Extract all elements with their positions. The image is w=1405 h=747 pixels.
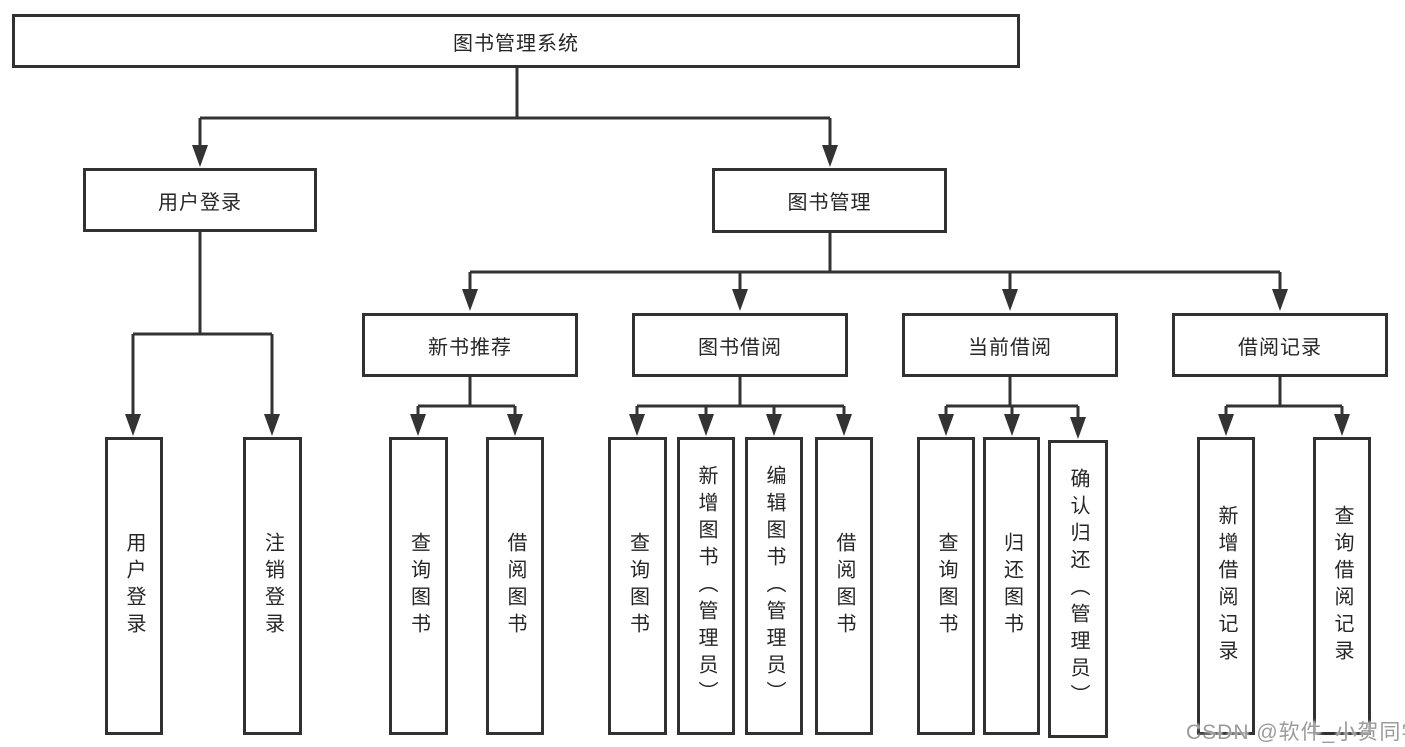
leaf-query-books-current: 查询图书 xyxy=(917,437,975,735)
connector-book-borrow-children xyxy=(635,377,846,417)
arrowheads-user-login-children xyxy=(125,414,280,436)
leaf-logout: 注销登录 xyxy=(243,437,302,735)
csdn-watermark: CSDN @软件_小贺同学 xyxy=(1186,721,1405,744)
arrowheads-level2 xyxy=(192,145,838,167)
node-book-borrowing: 图书借阅 xyxy=(632,313,848,377)
leaf-user-login: 用户登录 xyxy=(105,437,163,735)
arrowheads-borrow-records-children xyxy=(1218,414,1350,436)
node-user-login-group: 用户登录 xyxy=(83,168,317,232)
leaf-add-borrow-record-label: 新增借阅记录 xyxy=(1215,505,1237,667)
leaf-add-books-admin: 新增图书（管理员） xyxy=(677,437,735,735)
node-book-management: 图书管理 xyxy=(712,168,947,233)
connector-user-login-children xyxy=(131,232,274,417)
leaf-query-books-recommend-label: 查询图书 xyxy=(407,532,430,640)
connector-borrow-records-children xyxy=(1224,377,1344,417)
leaf-query-books-current-label: 查询图书 xyxy=(935,532,957,640)
node-borrowing-records: 借阅记录 xyxy=(1172,313,1388,377)
connector-current-borrow-children xyxy=(944,377,1080,419)
connector-root-to-level2 xyxy=(198,68,832,148)
leaf-confirm-return-admin: 确认归还（管理员） xyxy=(1048,440,1108,738)
arrowheads-level3 xyxy=(462,289,1288,311)
arrowheads-book-borrow-children xyxy=(629,414,852,436)
leaf-query-books-borrow-label: 查询图书 xyxy=(626,532,649,640)
leaf-query-borrow-record: 查询借阅记录 xyxy=(1313,437,1371,735)
leaf-query-books-borrow: 查询图书 xyxy=(608,437,667,735)
leaf-query-books-recommend: 查询图书 xyxy=(389,437,448,735)
leaf-borrow-books: 借阅图书 xyxy=(815,437,873,735)
leaf-borrow-books-label: 借阅图书 xyxy=(833,532,855,640)
leaf-query-borrow-record-label: 查询借阅记录 xyxy=(1331,505,1353,667)
arrowheads-current-borrow-children xyxy=(938,414,1086,439)
leaf-borrow-books-recommend-label: 借阅图书 xyxy=(504,532,526,640)
leaf-user-login-label: 用户登录 xyxy=(123,532,145,640)
leaf-edit-books-admin: 编辑图书（管理员） xyxy=(745,437,803,735)
leaf-logout-label: 注销登录 xyxy=(261,532,284,640)
leaf-return-books-label: 归还图书 xyxy=(1000,532,1023,640)
leaf-edit-books-admin-label: 编辑图书（管理员） xyxy=(763,464,785,708)
arrowheads-new-book-children xyxy=(410,414,523,436)
leaf-confirm-return-admin-label: 确认归还（管理员） xyxy=(1067,467,1089,711)
node-root: 图书管理系统 xyxy=(12,14,1020,68)
leaf-borrow-books-recommend: 借阅图书 xyxy=(486,437,544,735)
connector-new-book-children xyxy=(416,377,517,417)
node-current-borrowing: 当前借阅 xyxy=(902,313,1118,377)
connector-book-mgmt-children xyxy=(468,233,1282,292)
leaf-return-books: 归还图书 xyxy=(983,437,1040,735)
leaf-add-books-admin-label: 新增图书（管理员） xyxy=(695,464,717,708)
node-new-book-recommend: 新书推荐 xyxy=(362,313,578,377)
leaf-add-borrow-record: 新增借阅记录 xyxy=(1197,437,1255,735)
